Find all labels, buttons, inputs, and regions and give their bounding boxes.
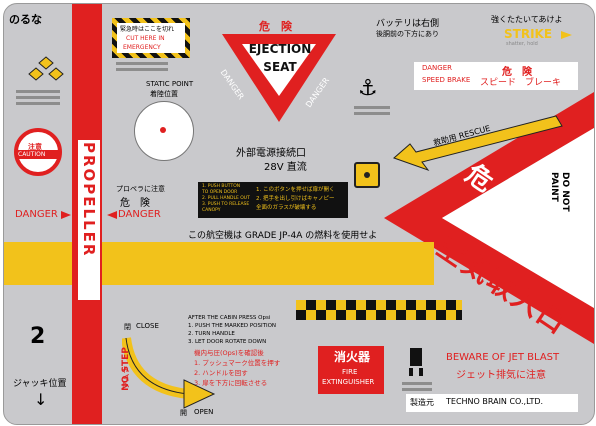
grey-lines — [16, 90, 60, 108]
danger-right-label: DANGER — [118, 209, 161, 220]
jet-nozzle-icon — [409, 348, 423, 376]
jet-blast-en: BEWARE OF JET BLAST — [446, 352, 560, 363]
emergency-line1: 緊急時はここを切れ — [120, 26, 175, 33]
jack-symbol: 2 — [30, 324, 46, 349]
arrow-right-icon — [61, 211, 71, 219]
yellow-band — [4, 242, 434, 285]
maker-name: TECHNO BRAIN CO.,LTD. — [446, 397, 544, 406]
battery-line2: 後胴前の下方にあり — [376, 30, 439, 38]
propeller-kiken: 危 険 — [120, 198, 150, 209]
propeller-vertical-label: PROPELLER — [80, 142, 98, 258]
arrow-left-icon — [107, 211, 117, 219]
jack-arrow-icon: ↓ — [34, 390, 48, 409]
ejection-kiken: 危 険 — [259, 20, 292, 33]
strike-hint: 強くたたいてあけよ — [491, 15, 563, 24]
cabin-open: OPEN — [194, 408, 214, 416]
canopy-instructions — [198, 182, 348, 218]
cabin-steps-jp: 機内与圧(Ops)を確認後 1. プッシュマーク位置を押す 2. ハンドルを回す… — [194, 349, 281, 387]
propeller-note: プロペラに注意 — [116, 185, 165, 193]
battery-line1: バッテリは右側 — [376, 19, 440, 29]
cabin-steps-en: AFTER THE CABIN PRESS Opsi 1. PUSH THE M… — [188, 315, 277, 345]
static-point-jp: 着陸位置 — [150, 90, 178, 98]
maker-box — [406, 394, 578, 412]
rotate-arrow-icon — [122, 337, 216, 409]
cabin-close-jp: 閉 — [124, 323, 131, 331]
fuel-text: この航空機は GRADE JP-4A の燃料を使用せよ — [188, 231, 378, 241]
brand-label: のるな — [9, 13, 42, 26]
caution-en: CAUTION — [18, 151, 46, 158]
caution-jp: 注意 — [28, 143, 42, 151]
power-volt: 28V 直流 — [264, 162, 307, 173]
maker-label: 製造元 — [410, 398, 434, 407]
ejection-triangle — [222, 34, 336, 122]
speed-brake-kiken: 危 険 — [502, 67, 532, 78]
static-point-en: STATIC POINT — [146, 80, 194, 88]
fire-extinguisher-box[interactable] — [318, 346, 384, 394]
rescue-arrow[interactable] — [392, 112, 564, 172]
ejection-line1: EJECTION — [248, 42, 312, 56]
extinguisher-line1: FIRE — [342, 368, 358, 376]
speed-brake-danger: DANGER — [422, 64, 453, 72]
emergency-line3: EMERGENCY — [123, 44, 161, 51]
power-jp: 外部電源接続口 — [236, 148, 306, 159]
speed-brake-jp: スピード ブレーキ — [480, 78, 562, 88]
strike-label: STRIKE — [504, 27, 553, 41]
propeller-label-box — [78, 140, 100, 300]
cabin-close: CLOSE — [136, 322, 159, 330]
anchor-icon: ⚓ — [358, 76, 378, 101]
emergency-line2: CUT HERE IN — [126, 35, 165, 42]
decal-sheet: PROPELLER のるな 注意 CAUTION DANGER 2 ジャッキ位置… — [3, 3, 595, 425]
speed-brake-label: SPEED BRAKE — [422, 76, 471, 84]
jet-blast-jp: ジェット排気に注意 — [456, 370, 546, 381]
diamond-icon — [28, 56, 64, 81]
cabin-open-jp: 開 — [180, 409, 187, 417]
strike-small: shatter, hold — [506, 41, 538, 47]
extinguisher-jp: 消火器 — [334, 350, 371, 364]
no-step-jp: フムナ — [121, 365, 131, 390]
checker-strip — [296, 300, 462, 320]
danger-left-label: DANGER — [15, 209, 58, 220]
ejection-line2: SEAT — [263, 60, 297, 74]
arrow-right-icon — [561, 31, 572, 39]
extinguisher-line2: EXTINGUISHER — [322, 378, 375, 386]
speed-brake-box — [414, 62, 578, 90]
jack-label: ジャッキ位置 — [13, 379, 67, 389]
intake-chevron — [384, 92, 594, 344]
